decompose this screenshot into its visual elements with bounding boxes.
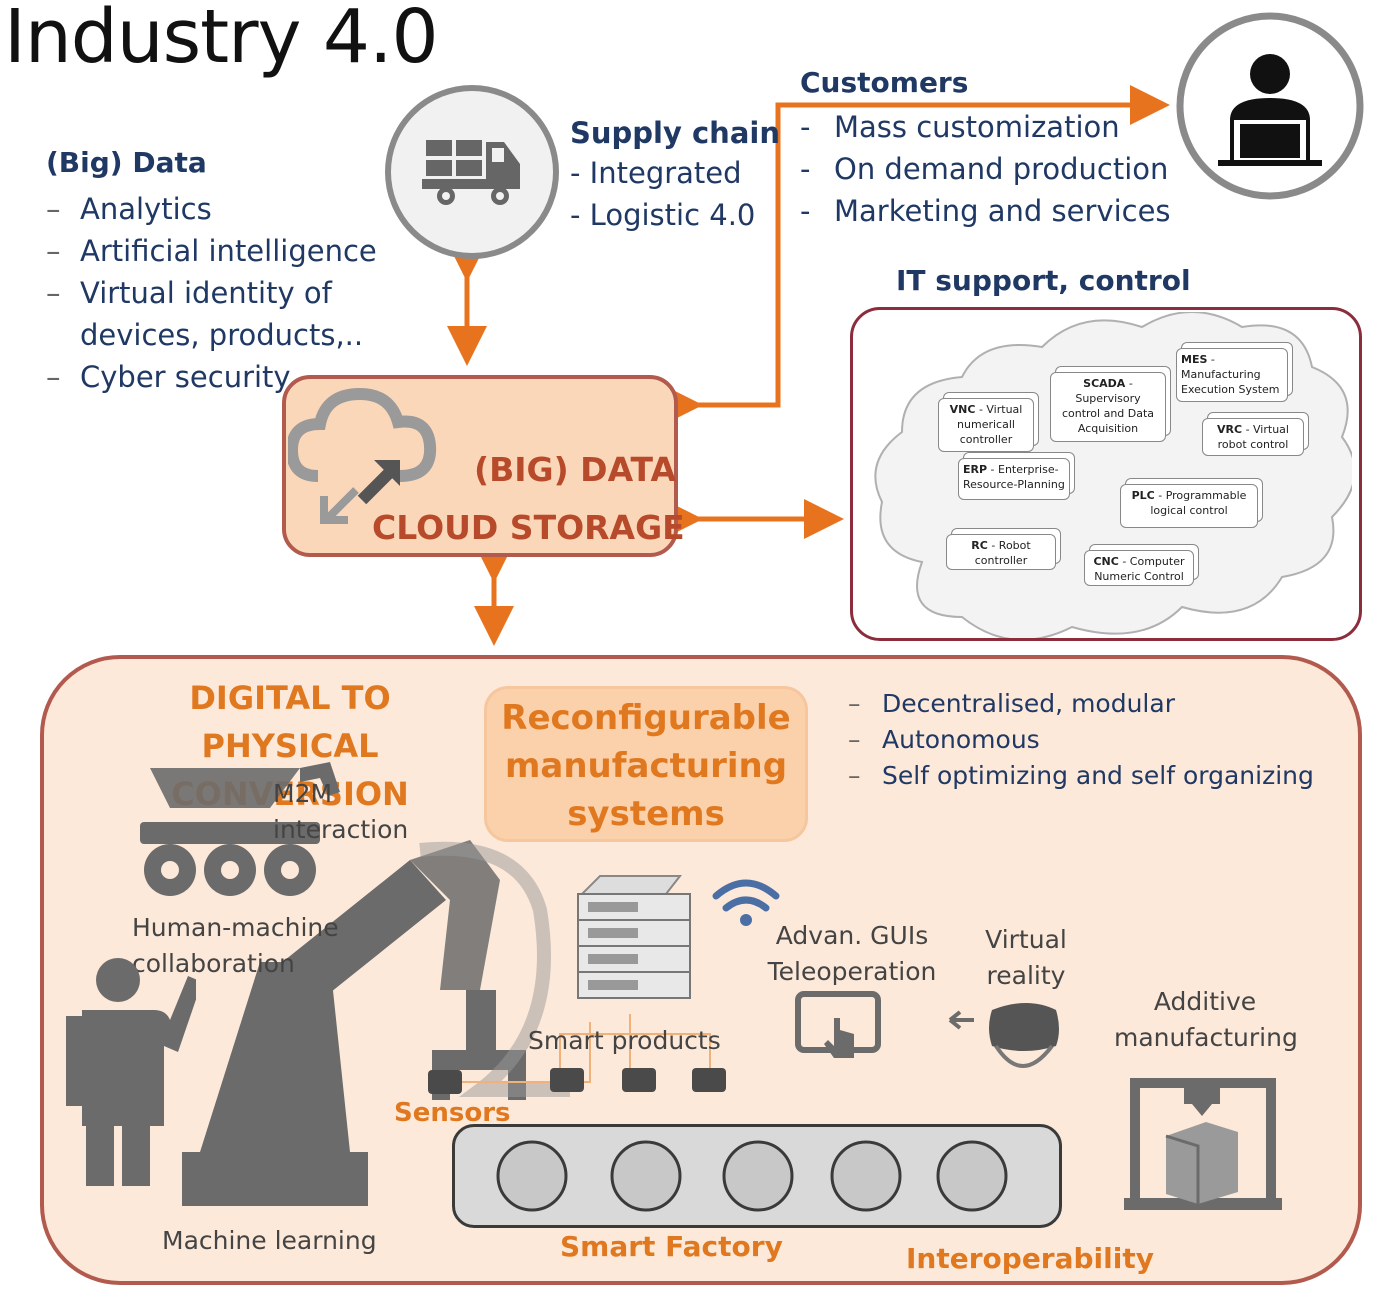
- tag-erp: ERP - Enterprise- Resource-Planning: [958, 458, 1070, 500]
- robot-arm-icon: [182, 840, 570, 1206]
- customers-heading: Customers: [800, 66, 969, 99]
- tag-rc: RC - Robot controller: [946, 534, 1056, 570]
- truck-icon: [385, 85, 559, 259]
- big-data-section: (Big) Data: [46, 146, 207, 179]
- tag-mes: MES - Manufacturing Execution System: [1176, 348, 1288, 402]
- customers-item: -Mass customization: [800, 110, 1120, 144]
- supply-chain-item: - Integrated: [570, 156, 742, 190]
- interoperability-label: Interoperability: [906, 1242, 1154, 1275]
- big-data-item: –Artificial intelligence: [46, 234, 377, 268]
- customer-icon: [1176, 12, 1364, 200]
- smart-products-label: Smart products: [528, 1026, 721, 1055]
- supply-chain-heading: Supply chain: [570, 116, 780, 150]
- human-icon: [66, 958, 196, 1186]
- conveyor-rollers: [496, 1140, 1008, 1212]
- additive-label: Additive manufacturing: [1114, 987, 1298, 1052]
- feature-item: –Self optimizing and self organizing: [848, 761, 1314, 790]
- tag-plc: PLC - Programmable logical control: [1120, 484, 1258, 528]
- 3d-printer-icon: [1124, 1078, 1282, 1210]
- tag-cnc: CNC - Computer Numeric Control: [1084, 550, 1194, 586]
- smart-products-icons: [428, 1068, 726, 1094]
- tag-vnc: VNC - Virtual numericall controller: [938, 398, 1034, 452]
- rms-label: Reconfigurable manufacturing systems: [501, 698, 791, 834]
- hmc-label: Human-machine collaboration: [132, 913, 339, 978]
- customers-item: -On demand production: [800, 152, 1169, 186]
- cloud-label-line2: CLOUD STORAGE: [372, 508, 685, 547]
- customers-item: -Marketing and services: [800, 194, 1171, 228]
- wifi-icon: [712, 879, 780, 926]
- tag-scada: SCADA - Supervisory control and Data Acq…: [1050, 372, 1166, 442]
- big-data-list: –Analytics –Artificial intelligence –Vir…: [46, 188, 377, 398]
- supply-chain-section: Supply chain - Integrated - Logistic 4.0: [570, 116, 780, 236]
- m2m-label: M2M interaction: [273, 779, 409, 844]
- mobile-robot-icon: [140, 762, 340, 896]
- advan-gui-label: Advan. GUIs Teleoperation: [767, 921, 937, 986]
- cloud-customers-arrow: [663, 85, 1170, 425]
- big-data-item: –Virtual identity of: [46, 276, 332, 310]
- smart-products-wiring: [440, 1014, 711, 1083]
- rms-box: [484, 686, 808, 842]
- cloud-storage-box: [282, 375, 678, 557]
- it-support-heading: IT support, control: [896, 264, 1191, 297]
- tablet-touch-icon: [795, 991, 881, 1058]
- big-data-item: –Analytics: [46, 192, 212, 226]
- vr-headset-icon: [948, 1003, 1059, 1068]
- cloud-transfer-icon: [288, 388, 437, 524]
- big-data-item: devices, products,..: [80, 318, 364, 352]
- big-data-item: –Cyber security: [46, 360, 291, 394]
- big-data-heading: (Big) Data: [46, 146, 207, 179]
- cloud-label-line1: (BIG) DATA: [474, 450, 677, 489]
- customers-section: Customers: [800, 66, 968, 99]
- tag-vrc: VRC - Virtual robot control: [1202, 418, 1304, 456]
- vr-label: Virtual reality: [985, 925, 1067, 990]
- sensors-label: Sensors: [394, 1098, 511, 1128]
- feature-item: –Decentralised, modular: [848, 689, 1175, 718]
- server-icon: [577, 875, 691, 999]
- machine-learning-label: Machine learning: [162, 1226, 377, 1255]
- rms-features: –Decentralised, modular –Autonomous –Sel…: [848, 686, 1314, 794]
- feature-item: –Autonomous: [848, 725, 1040, 754]
- page-title: Industry 4.0: [4, 0, 439, 80]
- customers-list: -Mass customization -On demand productio…: [800, 106, 1171, 232]
- supply-chain-item: - Logistic 4.0: [570, 198, 756, 232]
- smart-factory-label: Smart Factory: [560, 1230, 783, 1263]
